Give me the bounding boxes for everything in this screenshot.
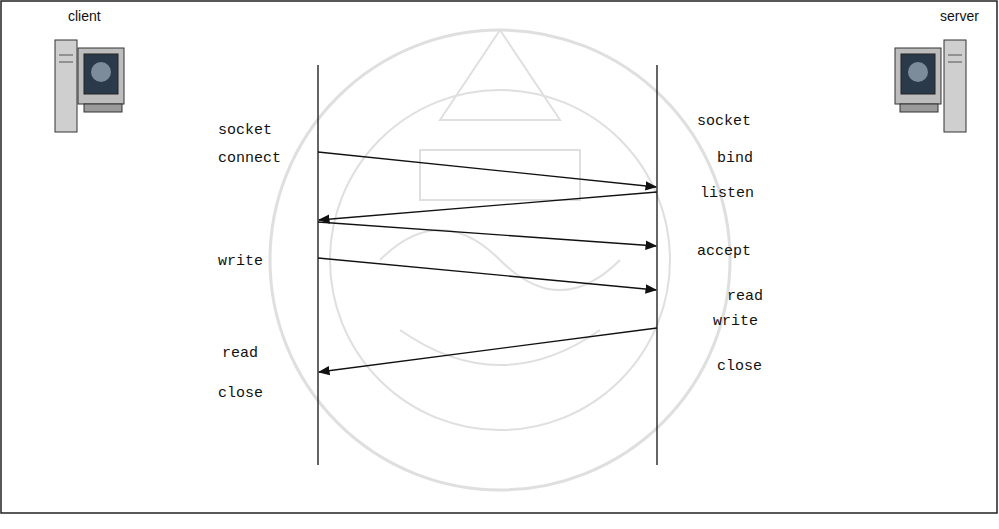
server-lifeline [656,65,657,465]
message-arrows [318,152,657,372]
call-name: bind [717,150,753,168]
call-name: connect [218,150,281,168]
call-name: listen [700,185,754,203]
message-arrow [318,222,656,246]
message-arrow [319,328,657,372]
message-arrow [319,192,657,220]
call-name: socket [218,122,272,140]
server-computer-icon [895,40,966,132]
frame [1,1,997,513]
call-name: write [218,253,263,271]
host-label: client [68,8,101,25]
call-name: close [717,358,762,376]
client-lifeline [317,65,318,465]
call-name: read [222,345,258,363]
call-name: accept [697,243,751,261]
message-arrow [318,258,656,290]
message-arrow [318,152,656,187]
client-computer-icon [55,40,124,132]
call-name: socket [697,113,751,131]
host-label: server [940,8,979,25]
call-name: read [727,288,763,306]
call-name: close [218,385,263,403]
call-name: write [713,313,758,331]
watermark-emblem [270,30,730,490]
